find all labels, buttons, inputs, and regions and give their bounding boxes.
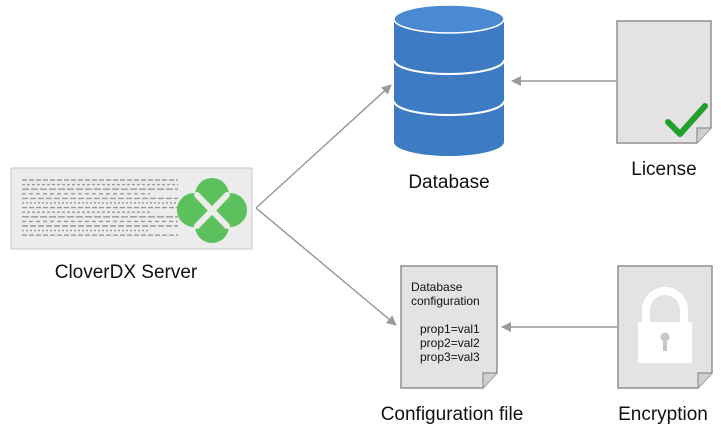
database-label: Database xyxy=(408,172,490,193)
config-props: prop1=val1 prop2=val2 prop3=val3 xyxy=(420,322,480,364)
config-title-line-2: configuration xyxy=(411,294,480,308)
arrow-server-to-config xyxy=(255,207,397,326)
license-label: License xyxy=(631,159,697,180)
config-prop-1: prop1=val1 xyxy=(420,322,480,336)
config-title: Database configuration xyxy=(411,280,480,308)
config-prop-2: prop2=val2 xyxy=(420,336,480,350)
config-document-icon xyxy=(400,265,498,389)
checkmark-icon xyxy=(665,103,708,137)
server-text-lines xyxy=(22,179,178,236)
encryption-label: Encryption xyxy=(618,404,708,425)
server-label: CloverDX Server xyxy=(54,262,198,283)
arrow-server-to-database xyxy=(255,84,392,209)
config-file-label: Configuration file xyxy=(380,404,524,425)
license-document-icon xyxy=(616,20,712,144)
clover-logo-icon xyxy=(177,178,247,243)
database-cylinder-icon xyxy=(393,4,505,156)
config-prop-3: prop3=val3 xyxy=(420,350,480,364)
config-title-line-1: Database xyxy=(411,280,463,294)
padlock-icon xyxy=(638,287,692,363)
